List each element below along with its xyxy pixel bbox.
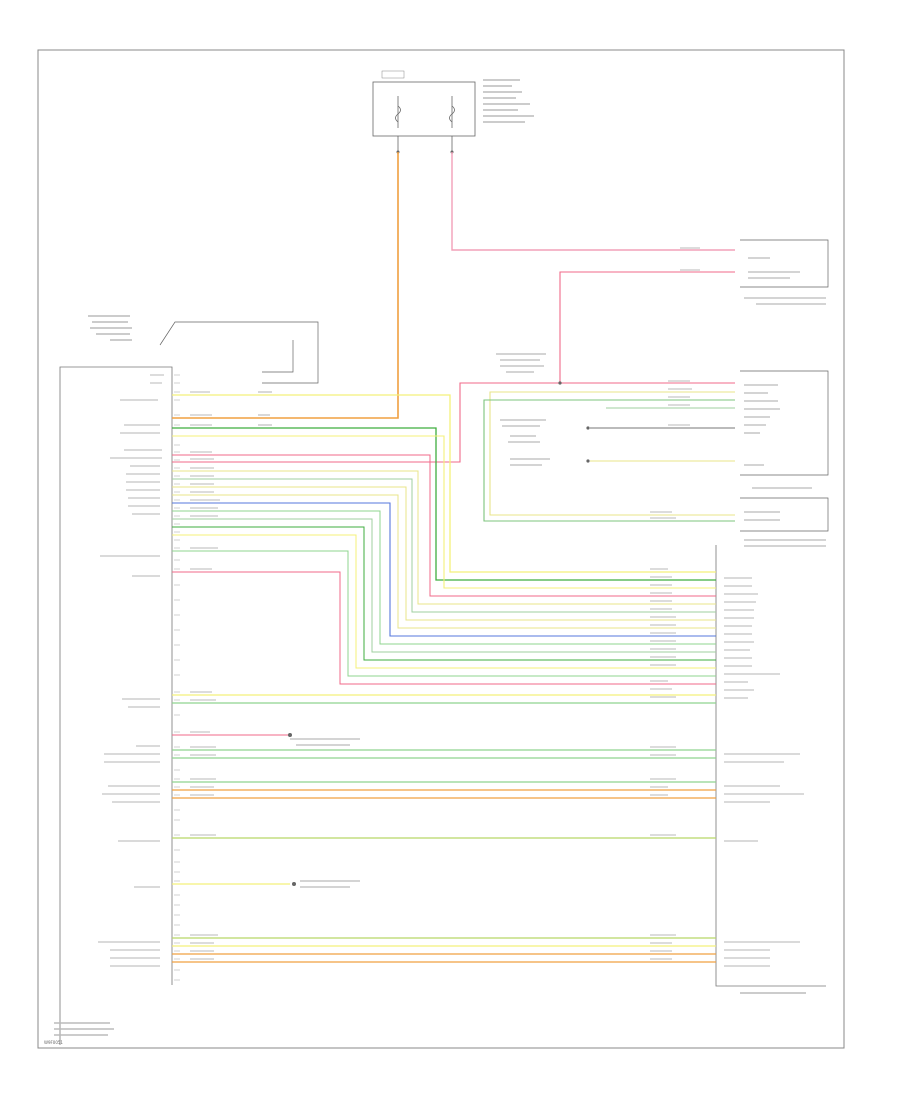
left-module-outline <box>59 366 173 1045</box>
wire-bundle-3 <box>172 435 716 589</box>
shift-interlock-box <box>740 497 829 547</box>
left-pin-numbers <box>174 374 180 981</box>
right-connector-outline <box>715 545 826 987</box>
splice-callouts <box>290 353 550 888</box>
wire-selector-yellow-1 <box>489 391 735 516</box>
splice-dot-2 <box>292 882 296 886</box>
ground-connector-bracket <box>159 321 319 384</box>
splice-dot-3 <box>558 381 562 385</box>
gear-selector-box <box>740 370 829 489</box>
fuse-symbol-right <box>449 96 455 128</box>
wire-bundle-1 <box>172 394 716 573</box>
fuse-box-label-block <box>483 79 534 123</box>
wire-fuse-feed-pink <box>451 152 735 251</box>
wire-bundle-2 <box>172 427 716 581</box>
footer-code: W9F0051 <box>44 1040 63 1045</box>
fuse-symbol-left <box>395 96 401 128</box>
diagram-frame <box>37 49 845 1049</box>
splice-dot-1 <box>288 733 292 737</box>
left-module-label-block <box>54 315 132 1036</box>
left-module <box>54 315 319 1045</box>
right-pin-labels <box>724 577 804 967</box>
fuse-box <box>372 70 534 154</box>
left-pin-labels <box>98 374 164 967</box>
wire-fuse-feed-orange <box>172 152 399 419</box>
fuse-box-label-tab <box>381 70 405 79</box>
splice-dot-5 <box>586 459 590 463</box>
wire-can-pink-top <box>172 271 735 463</box>
splice-dot-4 <box>586 426 590 430</box>
instrument-cluster-box <box>740 239 829 305</box>
wire-selector-green-1 <box>483 399 735 522</box>
wire-code-marks <box>190 247 700 960</box>
right-connector <box>715 545 826 994</box>
fuse-box-body <box>372 81 476 137</box>
